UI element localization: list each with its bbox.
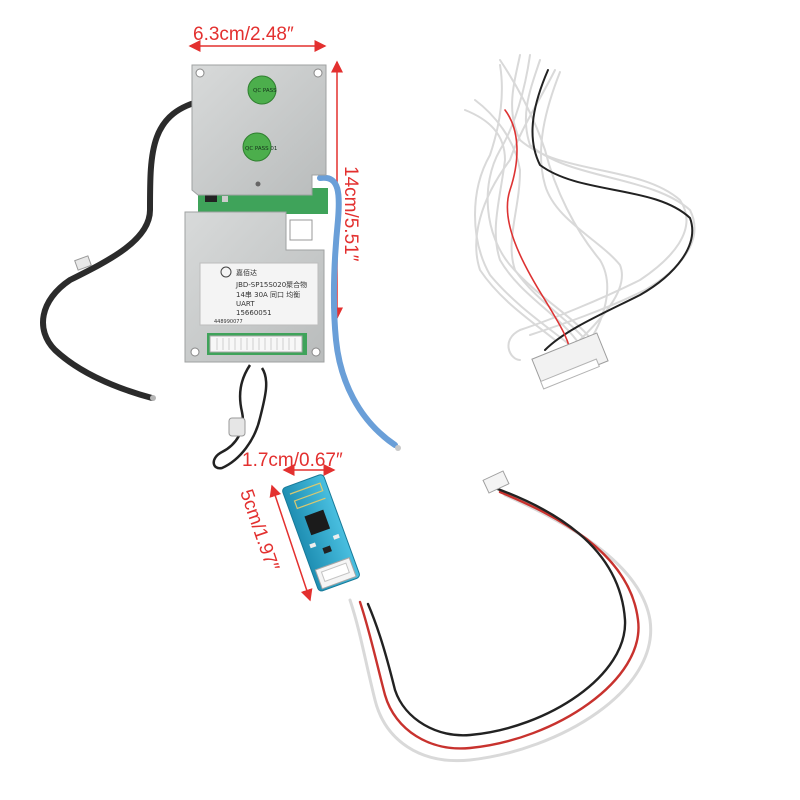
svg-text:QC PASS: QC PASS: [253, 88, 277, 94]
wire-marker-sleeve: [74, 255, 92, 271]
qc-sticker: QC PASS 01: [242, 132, 277, 162]
mount-hole: [255, 181, 261, 187]
wire-end-tip: [150, 395, 156, 401]
bms-blue-wire: [317, 174, 401, 451]
bms-width-label: 6.3cm/2.48″: [193, 24, 294, 45]
module-chip: [304, 509, 331, 536]
module-width-label: 1.7cm/0.67″: [242, 450, 343, 471]
bms-temperature-probe-wire: [212, 364, 268, 470]
balance-wire-harness: [464, 54, 696, 390]
label-batch: 448990077: [214, 319, 243, 325]
blue-wire-tip: [395, 445, 401, 451]
probe-sleeve: [228, 417, 246, 437]
uart-bluetooth-module: [282, 474, 360, 592]
label-comm: UART: [236, 300, 255, 308]
bms-board: QC PASS QC PASS 01 嘉佰达 JBD-SP15S020聚合物 1…: [184, 64, 328, 363]
mount-hole: [311, 347, 321, 357]
qc-sticker: QC PASS: [247, 75, 277, 105]
bms-side-connector: [289, 219, 313, 241]
bms-height-label: 14cm/5.51″: [340, 166, 361, 262]
svg-text:QC PASS 01: QC PASS 01: [245, 146, 277, 152]
bms-heatsink-upper: [191, 64, 327, 196]
module-width-dimension: 1.7cm/0.67″: [242, 450, 343, 476]
bms-width-dimension: 6.3cm/2.48″: [188, 24, 327, 52]
mount-hole: [195, 68, 205, 78]
bms-black-power-wire: [40, 97, 208, 401]
module-cable-end-connector: [482, 470, 510, 494]
mount-hole: [190, 347, 200, 357]
brand-logo-icon: [220, 266, 232, 278]
label-model: JBD-SP15S020聚合物: [235, 280, 307, 289]
antenna-trace: [289, 482, 326, 510]
module-height-label: 5cm/1.97″: [235, 487, 283, 574]
label-brand: 嘉佰达: [236, 268, 257, 277]
uart-module-cable: [348, 470, 653, 763]
bms-product-label: 嘉佰达 JBD-SP15S020聚合物 14串 30A 同口 均衡 UART 1…: [199, 262, 319, 326]
label-spec: 14串 30A 同口 均衡: [236, 290, 300, 299]
label-serial: 15660051: [236, 309, 272, 317]
bms-balance-connector: [207, 333, 307, 355]
mount-hole: [313, 68, 323, 78]
